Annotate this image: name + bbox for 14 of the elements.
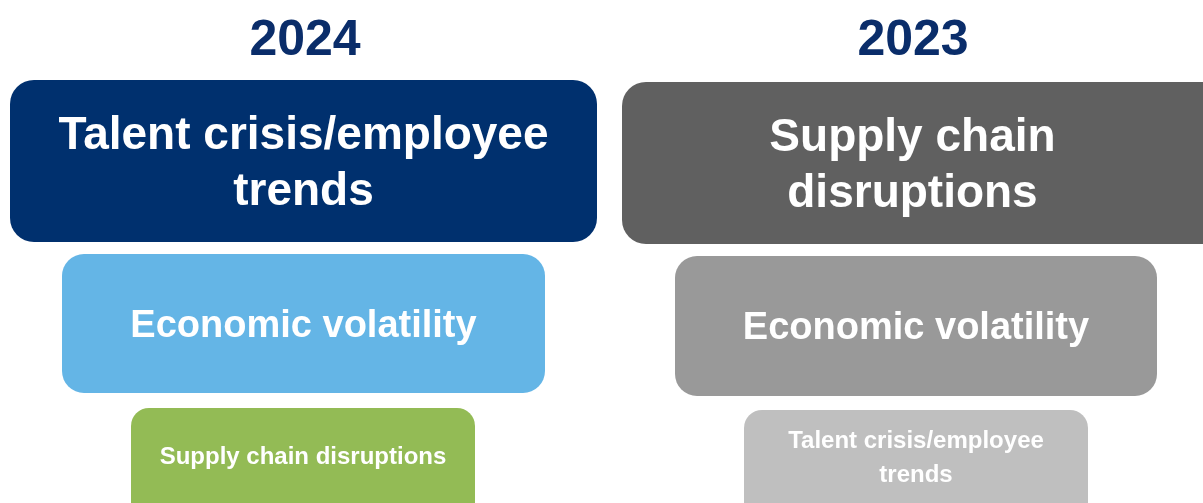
rank-box: [675, 256, 1157, 396]
box-text: Supply chain disruptions: [768, 108, 1057, 219]
rank-box: [10, 80, 597, 242]
box-text: Economic volatility: [129, 301, 478, 347]
box-text: Supply chain disruptions: [158, 440, 448, 471]
rank-box: [744, 410, 1088, 503]
rank-box: [62, 254, 545, 393]
box-text: Economic volatility: [741, 304, 1091, 349]
year-heading: 2023: [856, 9, 970, 68]
box-text: Talent crisis/employee trends: [57, 106, 550, 217]
rank-box: [622, 82, 1203, 244]
year-heading: 2024: [248, 9, 362, 68]
box-text: Talent crisis/employee trends: [787, 424, 1045, 489]
rank-box: [131, 408, 475, 503]
